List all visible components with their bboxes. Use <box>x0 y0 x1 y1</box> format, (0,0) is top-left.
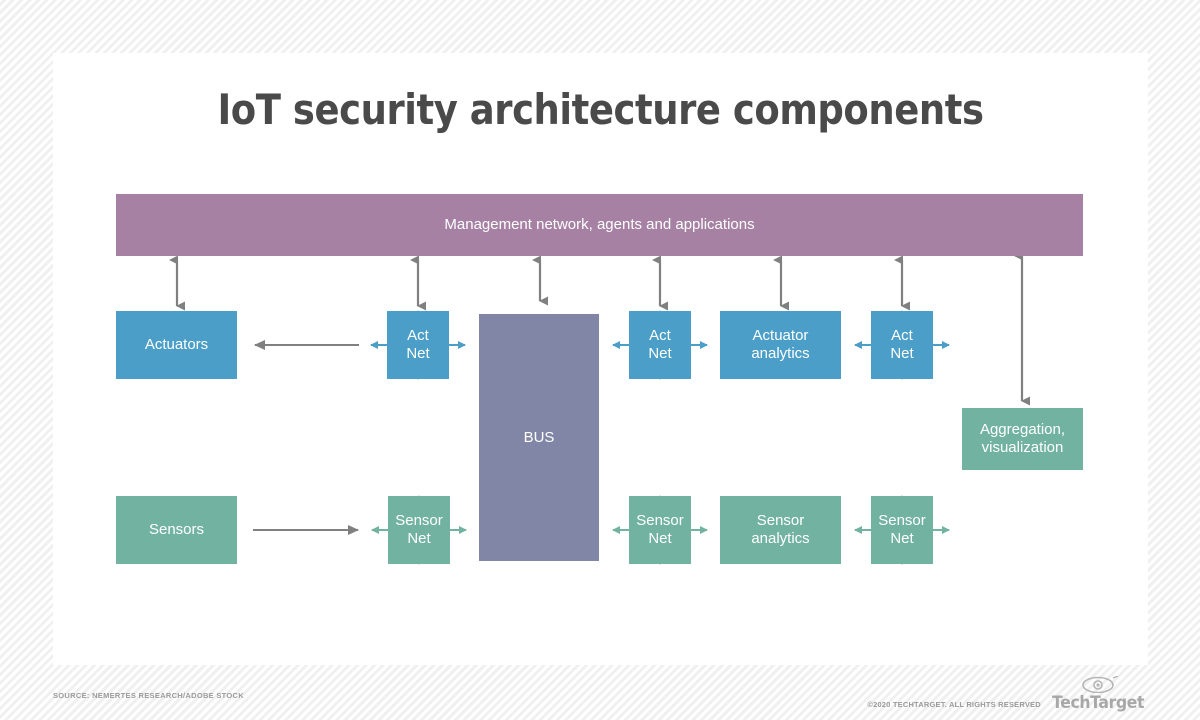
node-aggregation-visualization[interactable]: Aggregation, visualization <box>962 408 1083 470</box>
node-sensors[interactable]: Sensors <box>116 496 237 564</box>
footer-right: ©2020 TECHTARGET. ALL RIGHTS RESERVED Te… <box>867 676 1148 713</box>
content-card: IoT security architecture components <box>53 53 1148 665</box>
node-act-net-2[interactable]: Act Net <box>629 311 691 379</box>
architecture-diagram: Management network, agents and applicati… <box>53 53 1148 665</box>
management-network-bar[interactable]: Management network, agents and applicati… <box>116 194 1083 256</box>
node-actuator-analytics[interactable]: Actuator analytics <box>720 311 841 379</box>
node-act-net-1[interactable]: Act Net <box>387 311 449 379</box>
techtarget-logo: TechTarget <box>1048 676 1148 713</box>
node-sensor-analytics[interactable]: Sensor analytics <box>720 496 841 564</box>
node-sensor-net-1[interactable]: Sensor Net <box>388 496 450 564</box>
node-act-net-3[interactable]: Act Net <box>871 311 933 379</box>
eye-icon <box>1082 676 1119 693</box>
source-credit: SOURCE: NEMERTES RESEARCH/ADOBE STOCK <box>53 691 244 700</box>
node-bus[interactable]: BUS <box>479 314 599 561</box>
node-sensor-net-3[interactable]: Sensor Net <box>871 496 933 564</box>
logo-wordmark: TechTarget <box>1051 693 1144 713</box>
copyright-notice: ©2020 TECHTARGET. ALL RIGHTS RESERVED <box>867 700 1041 709</box>
node-actuators[interactable]: Actuators <box>116 311 237 379</box>
page-title: IoT security architecture components <box>217 85 984 134</box>
node-sensor-net-2[interactable]: Sensor Net <box>629 496 691 564</box>
